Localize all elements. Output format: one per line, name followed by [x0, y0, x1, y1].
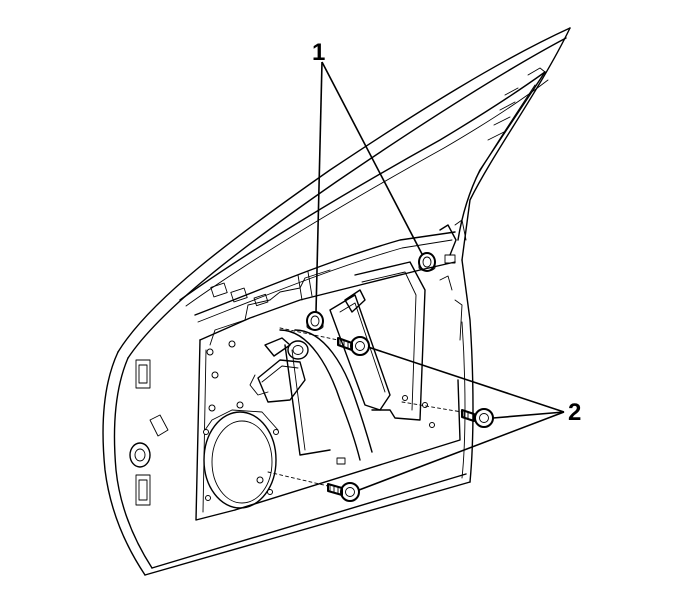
callout-label-2: 2 [568, 399, 581, 426]
bolt-center [279, 327, 370, 356]
leader-lines-2 [358, 346, 565, 491]
inner-panel [129, 261, 461, 521]
callout-label-1: 1 [312, 39, 325, 66]
bolt-lower [267, 471, 360, 502]
nut-upper-right [418, 252, 436, 272]
leader-lines-1 [315, 61, 423, 313]
door-shell [102, 27, 571, 576]
speaker-opening [203, 409, 279, 509]
bolt-right [401, 401, 494, 428]
window-regulator [206, 87, 519, 484]
nut-center [306, 311, 324, 331]
